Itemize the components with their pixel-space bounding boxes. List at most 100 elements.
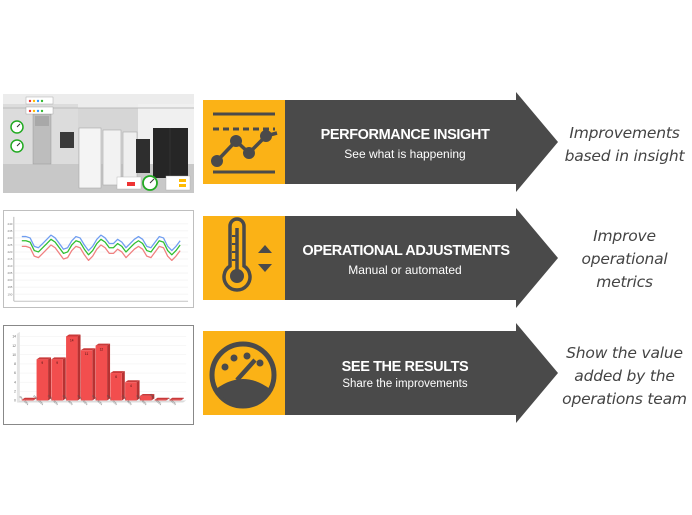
arrow-shape (203, 323, 558, 423)
step-performance-insight: PERFORMANCE INSIGHT See what is happenin… (203, 92, 558, 192)
bar-side (33, 397, 37, 401)
y-tick-label: 2 (14, 390, 16, 394)
bar-side (151, 393, 155, 401)
bar-top (36, 357, 52, 360)
bar-top (80, 348, 96, 351)
arrow-down-icon (258, 264, 272, 272)
y-tick-label: 0 (14, 399, 16, 403)
step-title: PERFORMANCE INSIGHT (320, 127, 490, 143)
arrow-shape (203, 208, 558, 308)
bar-top (169, 397, 184, 400)
outcome-line: based in insight (564, 147, 685, 165)
step-subtitle: See what is happening (344, 147, 466, 161)
step-see-the-results: SEE THE RESULTS Share the improvements (203, 323, 558, 423)
y-tick-label: 200 (7, 278, 12, 282)
bar-top (51, 357, 66, 360)
bar-top (66, 334, 81, 337)
y-tick-label: 235 (7, 229, 12, 233)
icon-tile (203, 100, 285, 184)
status-legend-overlay (25, 96, 54, 115)
y-tick-label: 210 (7, 264, 12, 268)
arrow-up-icon (258, 245, 272, 253)
data-label: 6 (115, 375, 117, 379)
bar (66, 336, 78, 401)
bar-side (180, 397, 184, 401)
step-title: OPERATIONAL ADJUSTMENTS (302, 243, 510, 259)
outcome-line: Show the value (566, 344, 683, 362)
y-tick-label: 4 (14, 380, 16, 384)
y-tick-label: 8 (14, 362, 16, 366)
datacenter-thumbnail (3, 94, 194, 193)
outcome-line: operational (581, 250, 668, 268)
bar (154, 399, 167, 401)
outcome-line: operations team (562, 390, 687, 408)
bar-top (125, 380, 140, 383)
bar (21, 399, 34, 401)
step-subtitle: Manual or automated (348, 263, 462, 277)
bar (169, 399, 181, 401)
bar-top (21, 397, 37, 400)
bar-top (95, 343, 111, 346)
y-tick-label: 215 (7, 257, 12, 261)
bar-side (77, 334, 81, 401)
step-subtitle: Share the improvements (342, 378, 468, 390)
step-operational-adjustments: OPERATIONAL ADJUSTMENTS Manual or automa… (203, 208, 558, 308)
bar-top (154, 397, 170, 400)
bar (36, 359, 49, 401)
data-label: 11 (85, 352, 89, 356)
gauge-overlay-left (10, 120, 24, 153)
temperature-gauge-overlay (116, 175, 191, 191)
x-tick-label: > 100% (168, 397, 178, 407)
data-label: 12 (100, 348, 104, 352)
line-chart-icon (211, 112, 278, 174)
y-tick-label: 220 (7, 250, 12, 254)
bar-side (107, 343, 111, 401)
floor (16, 400, 187, 403)
step-title: SEE THE RESULTS (341, 359, 469, 375)
bar-side (166, 397, 170, 401)
datacenter-image (3, 94, 194, 193)
bar (110, 373, 122, 401)
outcome-line: metrics (596, 273, 653, 291)
y-tick-label: 190 (7, 292, 12, 296)
y-tick-label: 14 (12, 335, 16, 339)
series-line-lower (21, 244, 181, 262)
outcome-line: added by the (574, 367, 675, 385)
thermometer-adjust-icon (222, 217, 272, 292)
arrow-shape (203, 92, 558, 192)
y-tick-label: 240 (7, 222, 12, 226)
y-tick-label: 195 (7, 285, 12, 289)
y-tick-label: 6 (14, 371, 16, 375)
y-tick-label: 230 (7, 236, 12, 240)
outcome-line: Improvements (569, 124, 680, 142)
bar (139, 395, 152, 401)
bar (95, 345, 108, 401)
series-line-upper (21, 234, 181, 252)
series-line-middle (21, 238, 181, 256)
bar-top (139, 393, 155, 396)
outcome-line: Improve (593, 227, 656, 245)
axis-wall (16, 331, 20, 403)
data-label: 4 (130, 384, 132, 388)
outcome-text: Improvements based in insight (557, 122, 692, 168)
outcome-text: Improve operational metrics (557, 225, 692, 294)
data-label: 9 (41, 361, 43, 365)
bar (51, 359, 63, 401)
bar-side (121, 371, 125, 401)
bar-side (136, 380, 140, 401)
y-tick-label: 225 (7, 243, 12, 247)
bar (125, 382, 137, 401)
y-tick-label: 12 (12, 344, 16, 348)
icon-tile (203, 216, 285, 300)
y-tick-label: 10 (12, 353, 16, 357)
data-label: 9 (56, 361, 58, 365)
bar-side (48, 357, 52, 401)
gauge-percent-icon (209, 341, 277, 409)
bar-top (110, 371, 125, 374)
bar-side (92, 348, 96, 401)
bar-side (62, 357, 66, 401)
outcome-text: Show the value added by the operations t… (557, 342, 692, 411)
